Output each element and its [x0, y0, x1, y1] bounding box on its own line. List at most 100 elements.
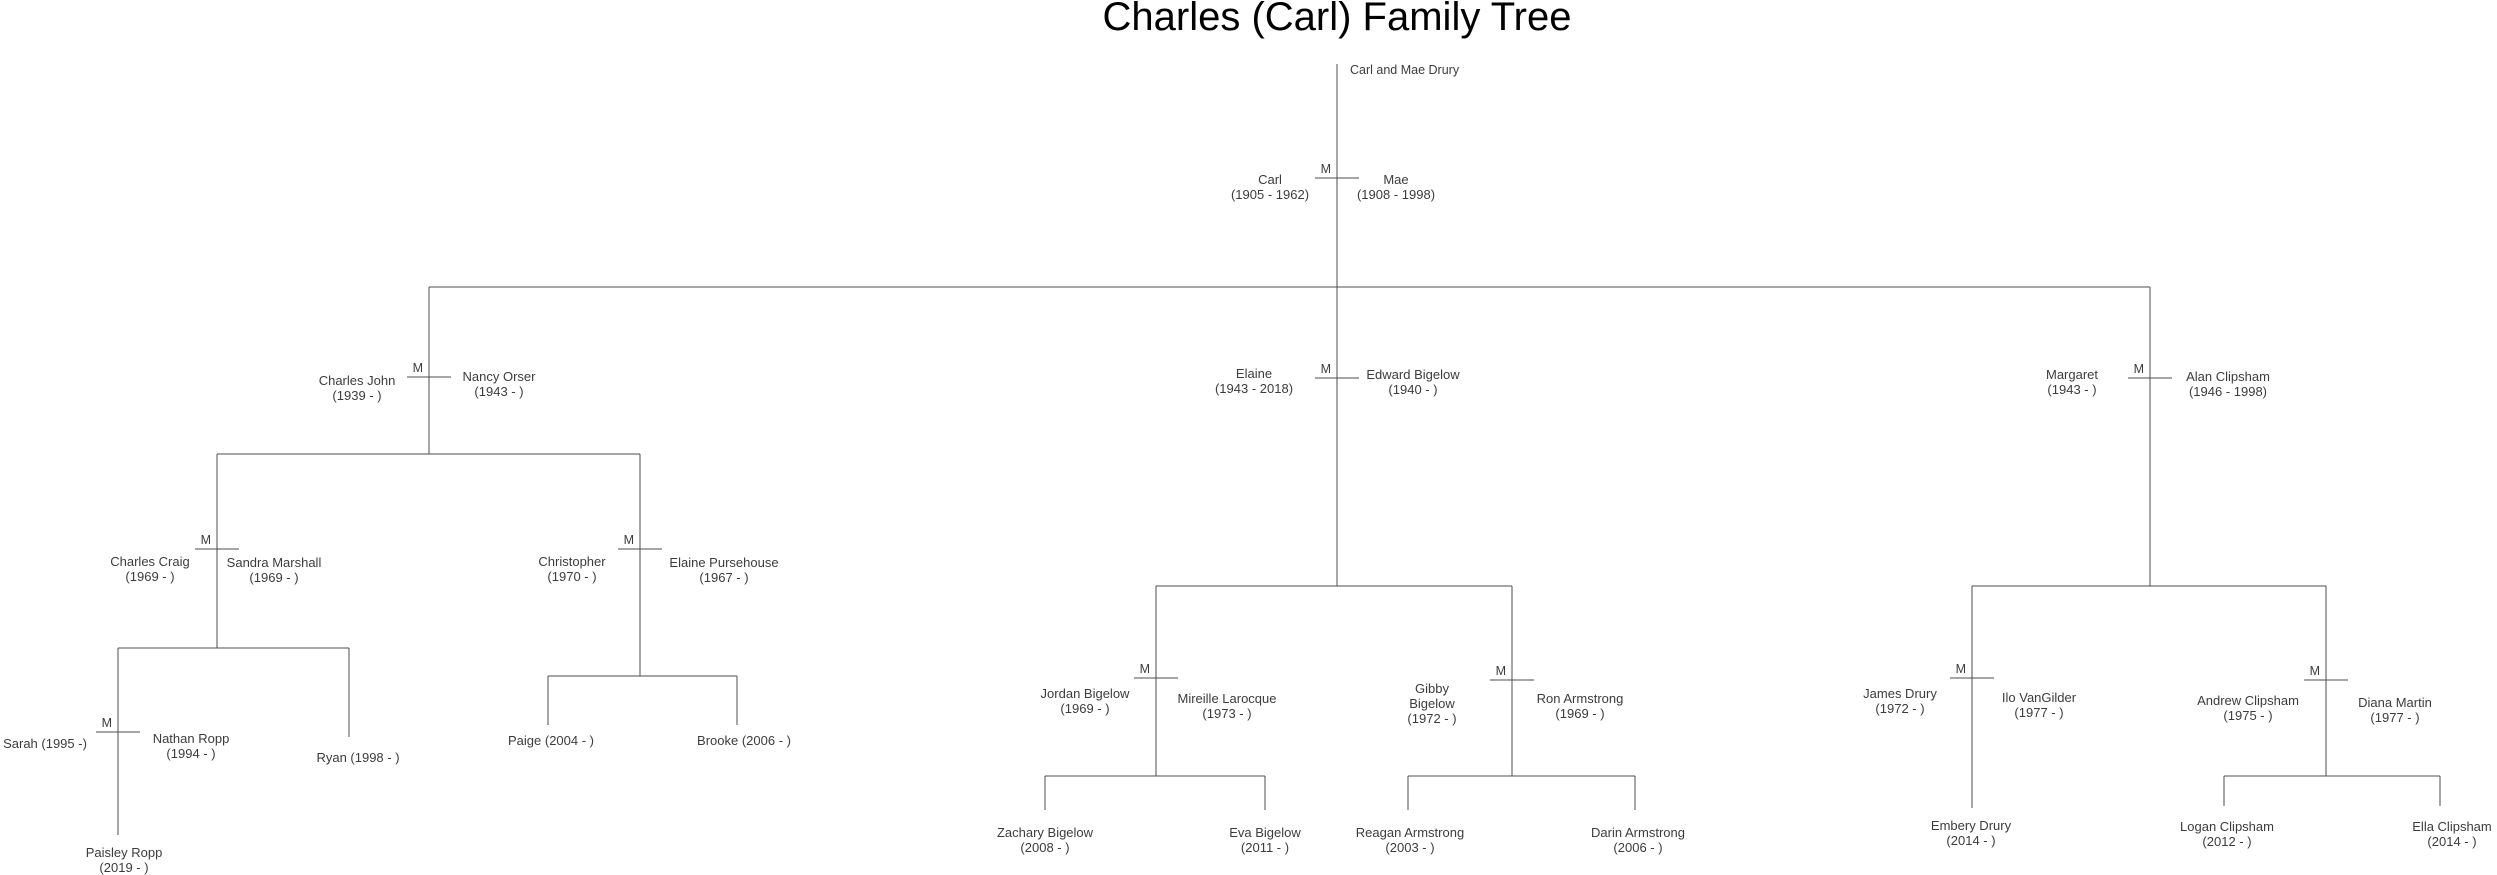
person-name: Mae	[1383, 172, 1409, 187]
person-node-charles-john[interactable]: Charles John (1939 - )	[319, 373, 396, 403]
person-dates: (1969 - )	[1555, 706, 1605, 721]
person-dates: (1943 - )	[474, 384, 524, 399]
person-node-zachary-bigelow[interactable]: Zachary Bigelow (2008 - )	[997, 825, 1093, 855]
person-node-diana-martin[interactable]: Diana Martin (1977 - )	[2358, 695, 2432, 725]
person-node-margaret[interactable]: Margaret (1943 - )	[2046, 367, 2098, 397]
person-name: Carl	[1258, 172, 1282, 187]
person-node-logan-clipsham[interactable]: Logan Clipsham (2012 - )	[2180, 819, 2274, 849]
marriage-marker-margaret-alan: M	[2133, 362, 2144, 376]
person-name: Gibby Bigelow	[1409, 681, 1455, 711]
person-name: Edward Bigelow	[1366, 367, 1460, 382]
person-name: Sarah (1995 -)	[3, 736, 87, 751]
person-node-embery-drury[interactable]: Embery Drury (2014 - )	[1931, 818, 2011, 848]
person-dates: (2014 - )	[1946, 833, 1996, 848]
person-node-edward-bigelow[interactable]: Edward Bigelow (1940 - )	[1366, 367, 1459, 397]
person-name: Paisley Ropp	[85, 845, 163, 860]
marriage-marker-christopher-elainep: M	[623, 533, 634, 547]
person-dates: (2011 - )	[1240, 840, 1290, 855]
person-dates: (1967 - )	[699, 570, 749, 585]
root-couple-label: Carl and Mae Drury	[1350, 63, 1460, 77]
marriage-marker-jordan-mireille: M	[1139, 662, 1150, 676]
person-name: Ron Armstrong	[1536, 691, 1624, 706]
person-name: Elaine	[1235, 366, 1273, 381]
person-name: Paige (2004 - )	[508, 733, 594, 748]
person-dates: (1977 - )	[2370, 710, 2420, 725]
person-name: Ilo VanGilder	[2001, 690, 2077, 705]
marriage-marker-sarah-nathan: M	[101, 716, 112, 730]
person-name: Nathan Ropp	[152, 731, 230, 746]
marriage-marker-james-ilo: M	[1955, 662, 1966, 676]
person-dates: (1972 - )	[1875, 701, 1925, 716]
marriage-marker-carl-mae: M	[1320, 162, 1331, 176]
person-dates: (1969 - )	[1060, 701, 1110, 716]
person-dates: (1940 - )	[1388, 382, 1438, 397]
person-node-james-drury[interactable]: James Drury (1972 - )	[1863, 686, 1937, 716]
person-node-ryan[interactable]: Ryan (1998 - )	[316, 750, 399, 765]
person-dates: (1969 - )	[125, 569, 175, 584]
person-dates: (1908 - 1998)	[1356, 187, 1436, 202]
person-node-eva-bigelow[interactable]: Eva Bigelow (2011 - )	[1229, 825, 1301, 855]
person-name: Reagan Armstrong	[1355, 825, 1465, 840]
person-node-nathan-ropp[interactable]: Nathan Ropp (1994 - )	[153, 731, 230, 761]
person-node-gibby-bigelow[interactable]: Gibby Bigelow (1972 - )	[1402, 681, 1462, 726]
person-node-mireille-larocque[interactable]: Mireille Larocque (1973 - )	[1178, 691, 1277, 721]
person-node-charles-craig[interactable]: Charles Craig (1969 - )	[110, 554, 189, 584]
person-dates: (1977 - )	[2014, 705, 2064, 720]
person-dates: (2008 - )	[1020, 840, 1070, 855]
person-dates: (1943 - 2018)	[1214, 381, 1294, 396]
person-dates: (1970 - )	[547, 569, 597, 584]
person-node-brooke[interactable]: Brooke (2006 - )	[697, 733, 791, 748]
person-name: Charles Craig	[110, 554, 190, 569]
person-node-ella-clipsham[interactable]: Ella Clipsham (2014 - )	[2412, 819, 2491, 849]
marriage-marker-gibby-ron: M	[1495, 664, 1506, 678]
person-node-christopher[interactable]: Christopher (1970 - )	[538, 554, 605, 584]
person-node-elaine-pursehouse[interactable]: Elaine Pursehouse (1967 - )	[669, 555, 778, 585]
person-node-andrew-clipsham[interactable]: Andrew Clipsham (1975 - )	[2197, 693, 2299, 723]
person-node-jordan-bigelow[interactable]: Jordan Bigelow (1969 - )	[1041, 686, 1130, 716]
person-dates: (2006 - )	[1613, 840, 1663, 855]
person-name: Ella Clipsham	[2412, 819, 2492, 834]
person-dates: (2019 - )	[99, 860, 149, 875]
person-name: James Drury	[1863, 686, 1937, 701]
page-title: Charles (Carl) Family Tree	[1102, 0, 1572, 39]
person-dates: (1994 - )	[166, 746, 216, 761]
person-name: Eva Bigelow	[1229, 825, 1301, 840]
person-node-paige[interactable]: Paige (2004 - )	[508, 733, 594, 748]
person-name: Sandra Marshall	[226, 555, 322, 570]
person-node-carl[interactable]: Carl (1905 - 1962)	[1231, 172, 1309, 202]
person-node-paisley-ropp[interactable]: Paisley Ropp (2019 - )	[86, 845, 163, 875]
person-dates: (1973 - )	[1202, 706, 1252, 721]
person-name: Andrew Clipsham	[2197, 693, 2299, 708]
person-name: Elaine Pursehouse	[669, 555, 779, 570]
marriage-marker-charlesjohn-nancy: M	[412, 361, 423, 375]
person-dates: (1972 - )	[1407, 711, 1457, 726]
person-dates: (1975 - )	[2223, 708, 2273, 723]
person-node-sandra-marshall[interactable]: Sandra Marshall (1969 - )	[227, 555, 322, 585]
marriage-marker-craig-sandra: M	[200, 533, 211, 547]
person-name: Darin Armstrong	[1591, 825, 1685, 840]
person-node-nancy-orser[interactable]: Nancy Orser (1943 - )	[463, 369, 536, 399]
person-name: Christopher	[538, 554, 606, 569]
person-dates: (2012 - )	[2202, 834, 2252, 849]
person-node-mae[interactable]: Mae (1908 - 1998)	[1357, 172, 1435, 202]
person-node-darin-armstrong[interactable]: Darin Armstrong (2006 - )	[1591, 825, 1685, 855]
person-name: Mireille Larocque	[1177, 691, 1277, 706]
person-dates: (1946 - 1998)	[2188, 384, 2268, 399]
person-name: Embery Drury	[1930, 818, 2012, 833]
marriage-marker-andrew-diana: M	[2309, 664, 2320, 678]
person-node-reagan-armstrong[interactable]: Reagan Armstrong (2003 - )	[1356, 825, 1464, 855]
person-node-elaine[interactable]: Elaine (1943 - 2018)	[1215, 366, 1293, 396]
person-name: Ryan (1998 - )	[316, 750, 400, 765]
person-dates: (2003 - )	[1385, 840, 1435, 855]
person-dates: (1943 - )	[2047, 382, 2097, 397]
person-dates: (1905 - 1962)	[1230, 187, 1310, 202]
person-name: Logan Clipsham	[2180, 819, 2274, 834]
marriage-marker-elaine-edward: M	[1320, 362, 1331, 376]
person-node-ilo-vangilder[interactable]: Ilo VanGilder (1977 - )	[2002, 690, 2076, 720]
person-name: Zachary Bigelow	[996, 825, 1094, 840]
person-node-alan-clipsham[interactable]: Alan Clipsham (1946 - 1998)	[2186, 369, 2270, 399]
person-node-ron-armstrong[interactable]: Ron Armstrong (1969 - )	[1537, 691, 1624, 721]
person-node-sarah[interactable]: Sarah (1995 -)	[3, 736, 87, 751]
